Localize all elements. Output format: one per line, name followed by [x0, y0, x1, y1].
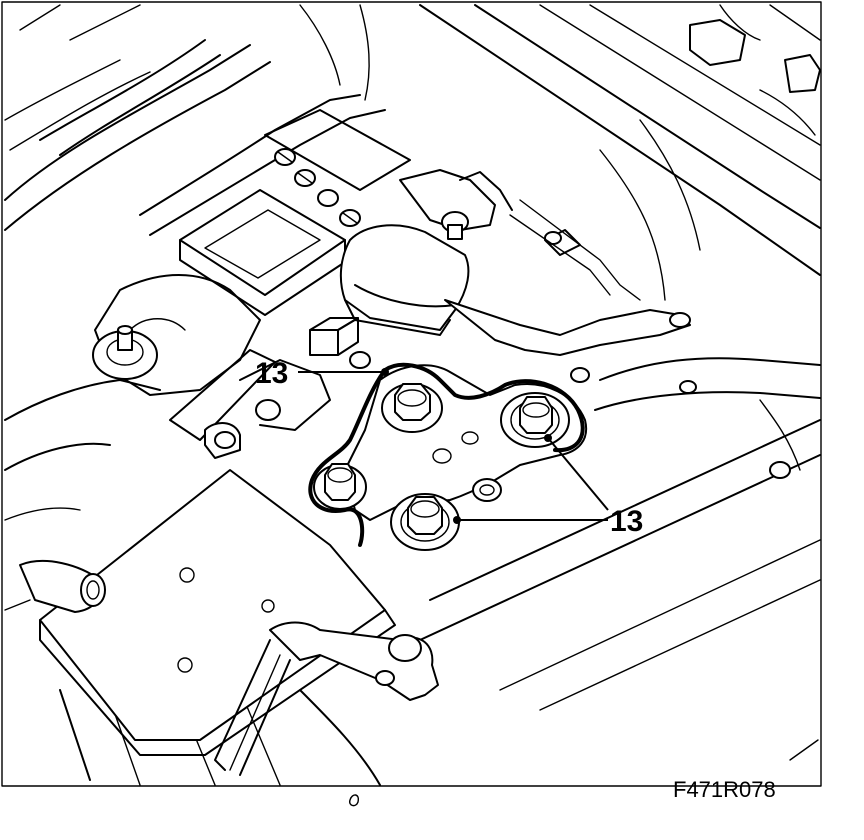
earth-cable — [308, 362, 585, 547]
figure-code: F471R078 — [673, 777, 776, 802]
screw-cluster-top — [264, 109, 411, 227]
top-right-diagonal-beam — [419, 4, 821, 276]
bolt-upper-left — [381, 383, 443, 433]
mount-bolt-left — [92, 325, 158, 380]
corner-tick — [789, 739, 819, 761]
callout-left-dot — [381, 368, 389, 376]
bolt-lower-center — [390, 493, 460, 551]
callout-left-group: 13 — [255, 357, 389, 390]
lower-bracket — [19, 469, 396, 756]
bolt-right — [500, 392, 570, 448]
figure-frame — [1, 1, 822, 787]
selector-housing — [339, 224, 470, 336]
callout-right-leader-1 — [547, 437, 609, 511]
selector-linkage — [399, 169, 691, 356]
small-fittings — [348, 351, 791, 807]
shift-rod-lower — [214, 621, 439, 776]
right-side-lines — [419, 119, 821, 711]
callout-right-group: 13 — [453, 434, 643, 538]
control-module — [94, 189, 346, 396]
callout-left-label: 13 — [255, 357, 288, 390]
left-bracket-arm — [169, 349, 331, 459]
callout-right-label: 13 — [610, 505, 643, 538]
connector-plug — [309, 317, 359, 356]
callout-right-dot-1 — [544, 434, 552, 442]
bolt-lower-left — [313, 463, 367, 510]
callout-right-dot-2 — [453, 516, 461, 524]
